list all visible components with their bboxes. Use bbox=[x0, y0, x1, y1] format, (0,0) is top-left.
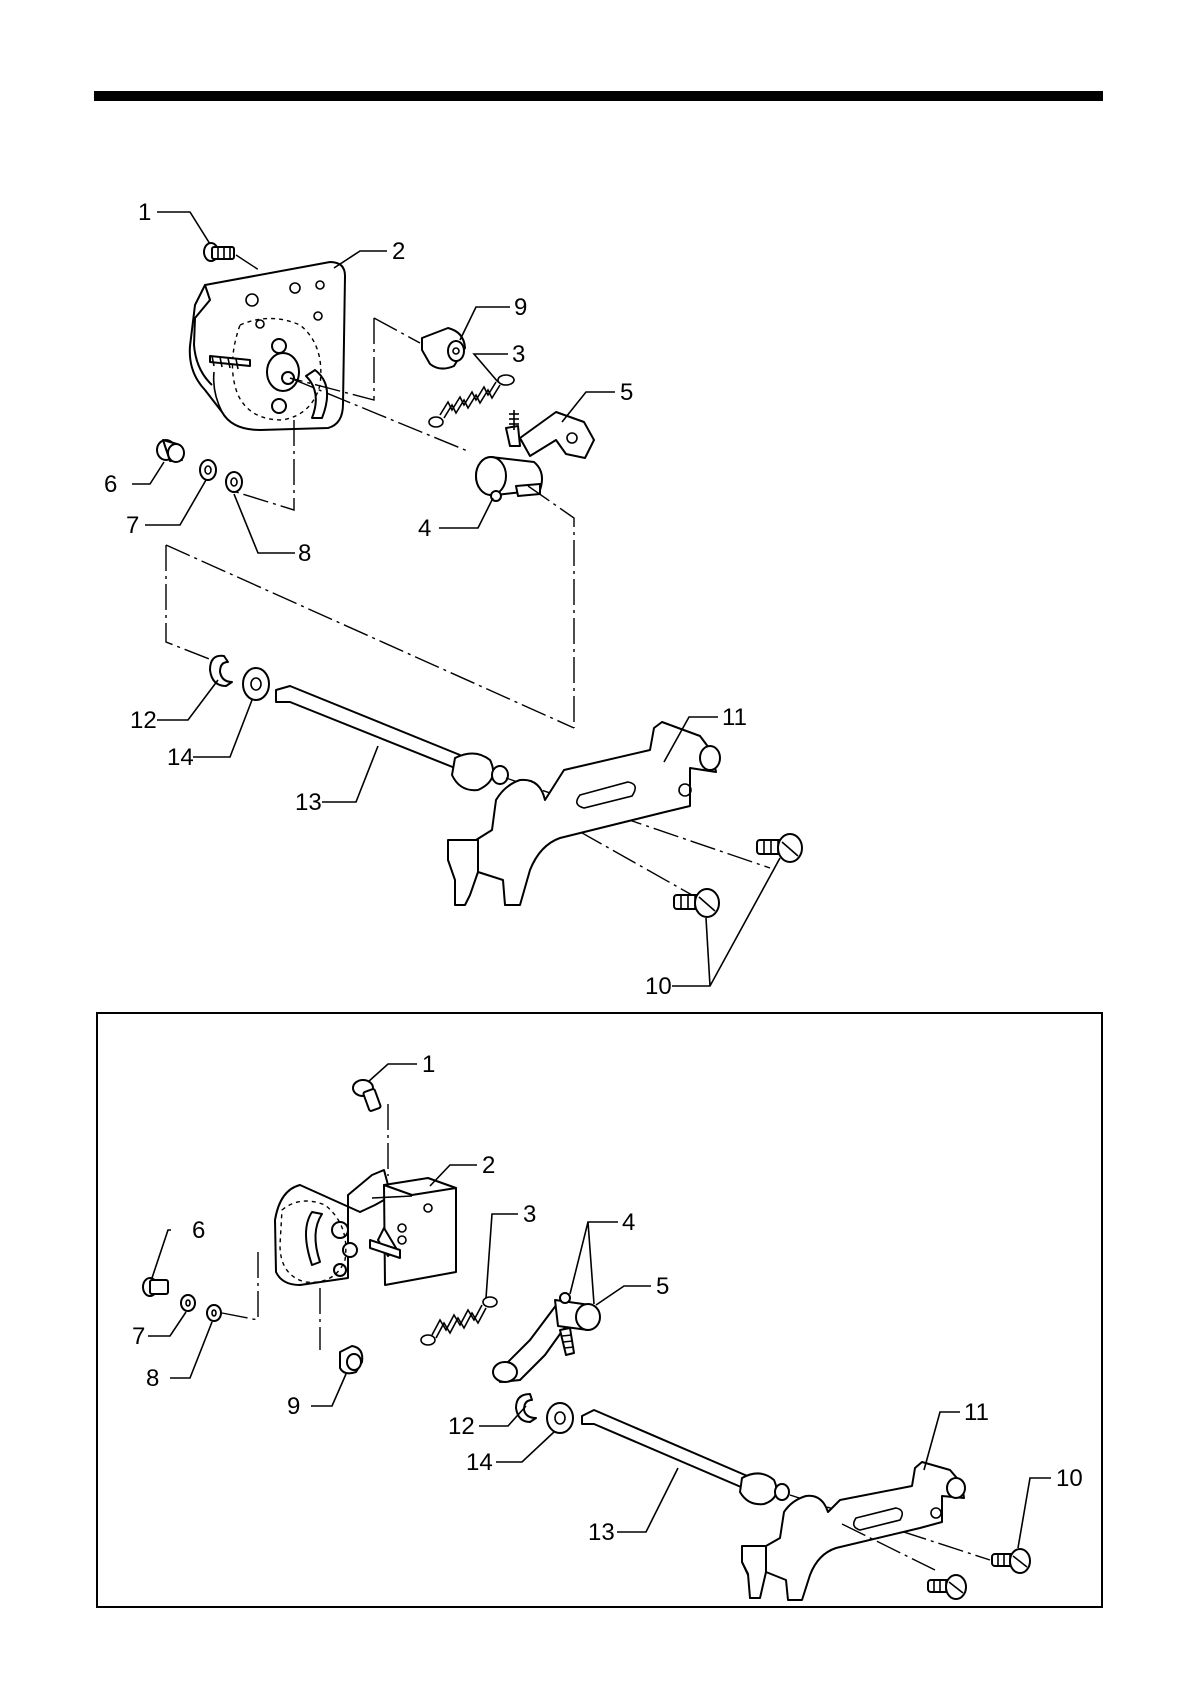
main-callout-13: 13 bbox=[295, 789, 322, 816]
inset-part-13-shaft bbox=[582, 1410, 789, 1504]
inset-view: 1 2 3 4 5 6 7 8 9 12 14 13 11 10 bbox=[132, 1051, 1083, 1600]
inset-part-7-washer bbox=[181, 1295, 195, 1311]
inset-callout-12: 12 bbox=[448, 1413, 475, 1440]
part-10-screw-b bbox=[674, 889, 719, 917]
inset-callout-8: 8 bbox=[146, 1365, 159, 1392]
main-callout-6: 6 bbox=[104, 471, 117, 498]
part-8-washer bbox=[226, 472, 242, 492]
inset-frame bbox=[97, 1013, 1102, 1607]
inset-part-12-e-ring bbox=[516, 1394, 536, 1422]
part-2-bracket bbox=[190, 262, 345, 430]
part-3-spring bbox=[429, 375, 514, 427]
main-callout-10: 10 bbox=[645, 973, 672, 1000]
main-callout-5: 5 bbox=[620, 379, 633, 406]
inset-callout-9: 9 bbox=[287, 1393, 300, 1420]
inset-part-8-washer bbox=[207, 1305, 221, 1321]
inset-part-9-block bbox=[340, 1346, 362, 1373]
main-callout-11: 11 bbox=[722, 704, 747, 731]
inset-callout-14: 14 bbox=[466, 1449, 493, 1476]
part-6-screw bbox=[157, 440, 184, 462]
part-13-shaft bbox=[276, 686, 508, 790]
main-callout-4: 4 bbox=[418, 515, 431, 542]
main-callout-2: 2 bbox=[392, 238, 405, 265]
inset-part-10-screw-b bbox=[928, 1575, 966, 1599]
part-4-collar bbox=[476, 457, 542, 501]
inset-part-10-screw-a bbox=[992, 1549, 1030, 1573]
inset-callout-1: 1 bbox=[422, 1051, 435, 1078]
inset-callout-6: 6 bbox=[192, 1217, 205, 1244]
main-view: 1 2 9 3 5 4 6 7 8 12 14 13 11 10 bbox=[104, 199, 802, 1000]
part-14-washer bbox=[243, 668, 269, 700]
inset-part-5-lever bbox=[493, 1293, 600, 1382]
inset-callout-13: 13 bbox=[588, 1519, 615, 1546]
main-callout-12: 12 bbox=[130, 707, 157, 734]
inset-part-14-washer bbox=[547, 1403, 573, 1433]
inset-part-1-screw bbox=[353, 1080, 381, 1111]
main-callout-9: 9 bbox=[514, 294, 527, 321]
part-5-lever bbox=[506, 410, 594, 458]
part-11-bracket-arm bbox=[448, 722, 720, 905]
main-callout-1: 1 bbox=[138, 199, 151, 226]
inset-part-2-housing bbox=[275, 1170, 456, 1285]
main-callout-8: 8 bbox=[298, 540, 311, 567]
inset-callout-10: 10 bbox=[1056, 1465, 1083, 1492]
inset-callout-5: 5 bbox=[656, 1273, 669, 1300]
main-callout-3: 3 bbox=[512, 341, 525, 368]
inset-callout-11: 11 bbox=[964, 1399, 989, 1426]
main-callout-14: 14 bbox=[167, 744, 194, 771]
part-7-washer bbox=[200, 460, 216, 480]
inset-callout-4: 4 bbox=[622, 1209, 635, 1236]
part-12-e-ring bbox=[210, 656, 232, 686]
inset-callout-3: 3 bbox=[523, 1201, 536, 1228]
inset-part-6-screw bbox=[143, 1278, 168, 1296]
inset-part-3-spring bbox=[421, 1297, 497, 1345]
main-callout-7: 7 bbox=[126, 512, 139, 539]
inset-callout-2: 2 bbox=[482, 1152, 495, 1179]
part-1-screw bbox=[204, 243, 234, 261]
part-9-block bbox=[422, 328, 465, 369]
inset-callout-7: 7 bbox=[132, 1323, 145, 1350]
